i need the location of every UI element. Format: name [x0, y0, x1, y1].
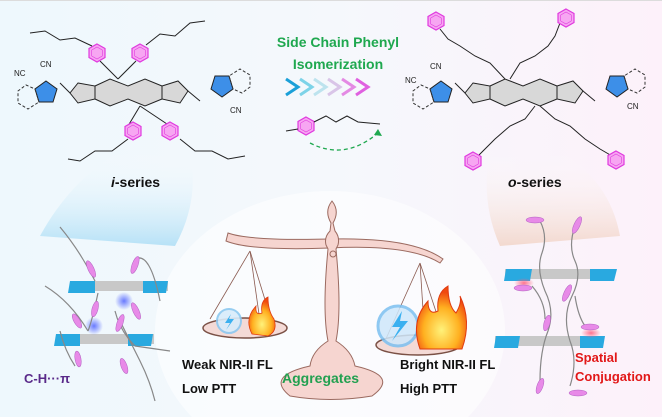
lightning-icon — [392, 311, 408, 341]
ch-pi-glow — [85, 317, 103, 335]
chevron-6 — [355, 77, 371, 97]
chevron-1 — [285, 77, 301, 97]
chevron-5 — [341, 77, 357, 97]
o-series-suffix: -series — [516, 174, 562, 190]
o-nc-label: NC — [405, 76, 417, 85]
balance-scale — [202, 200, 467, 400]
fire-icon-large — [415, 285, 467, 350]
o-series-prefix: o — [508, 174, 517, 190]
o-series-molecule — [412, 8, 646, 171]
i-series-aggregate — [44, 226, 171, 402]
left-outcome-ptt: Low PTT — [182, 381, 237, 396]
migration-arrow — [309, 132, 379, 151]
right-beam — [486, 151, 620, 246]
scale-stand — [280, 200, 384, 400]
slab-bottom — [58, 334, 154, 344]
spatial-glow — [581, 328, 601, 338]
figure-title: Side Chain Phenyl Isomerization — [258, 31, 418, 75]
i-cn-label: CN — [40, 60, 52, 69]
ch-pi-interaction-label: C-H···π — [24, 371, 71, 386]
o-cn-label-2: CN — [627, 102, 639, 111]
side-chain-migration — [285, 115, 382, 151]
slab-top — [72, 281, 168, 291]
spatial-line-2: Conjugation — [575, 369, 651, 384]
i-series-label: i-series — [111, 174, 160, 190]
right-outcome-fl: Bright NIR-II FL — [400, 357, 496, 372]
o-series-label: o-series — [508, 174, 562, 190]
slab-top — [505, 269, 605, 279]
i-series-suffix: -series — [114, 174, 161, 190]
o-cn-label: CN — [430, 62, 442, 71]
spatial-line-1: Spatial — [575, 350, 618, 365]
chevron-4 — [327, 77, 343, 97]
chevron-2 — [299, 77, 315, 97]
left-beam — [40, 151, 193, 246]
title-line-2: Isomerization — [292, 56, 384, 72]
i-nc-label: NC — [14, 69, 26, 78]
i-series-prefix: i — [111, 174, 115, 190]
lightning-icon — [225, 314, 234, 330]
right-outcome-ptt: High PTT — [400, 381, 458, 396]
fire-icon-small — [248, 296, 276, 337]
i-series-molecule — [17, 20, 251, 162]
isomerization-arrows — [285, 77, 371, 97]
left-outcome-fl: Weak NIR-II FL — [182, 357, 273, 372]
o-series-aggregate — [494, 216, 617, 397]
scale-beam — [225, 232, 444, 264]
ch-pi-glow — [115, 292, 133, 310]
aggregates-label: Aggregates — [282, 370, 360, 386]
chevron-3 — [313, 77, 329, 97]
i-cn-label-2: CN — [230, 106, 242, 115]
title-line-1: Side Chain Phenyl — [276, 34, 400, 50]
spatial-conjugation-label: Spatial Conjugation — [575, 348, 651, 386]
